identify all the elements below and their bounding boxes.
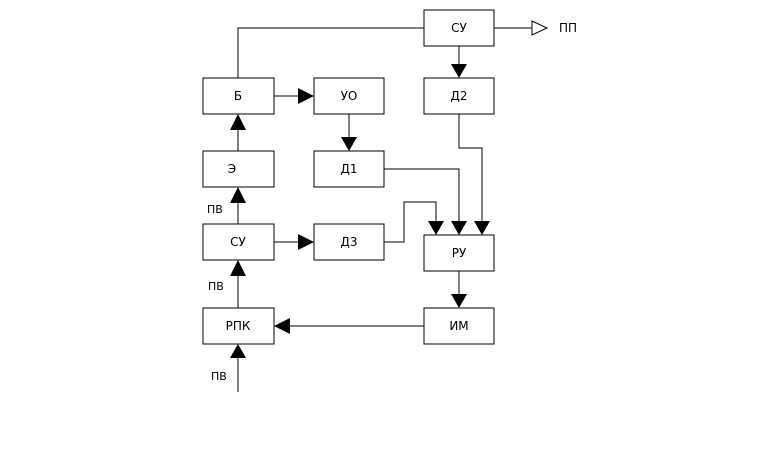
arrow-into-b-icon <box>230 114 246 130</box>
block-im: ИМ <box>423 307 495 345</box>
block-e: Э <box>202 150 275 188</box>
block-su-top-label: СУ <box>451 21 467 35</box>
arrow-into-d1-icon <box>341 137 357 151</box>
line-d1-to-ru <box>384 168 460 221</box>
block-im-label: ИМ <box>449 319 468 333</box>
block-su-mid: СУ <box>202 223 275 261</box>
block-su-mid-label: СУ <box>230 235 246 249</box>
arrow-input-into-rpk-icon <box>230 344 246 358</box>
block-b-label: Б <box>234 89 242 103</box>
side-label-pv-upper: ПВ <box>207 203 223 216</box>
block-rpk-label: РПК <box>226 319 251 333</box>
block-d1: Д1 <box>313 150 385 188</box>
line-d3-to-ru <box>384 201 437 243</box>
arrow-into-su-mid-icon <box>230 260 246 276</box>
output-arrow-icon <box>531 20 549 36</box>
block-d3: Д3 <box>313 223 385 261</box>
block-b: Б <box>202 77 275 115</box>
side-label-pv-middle: ПВ <box>208 280 224 293</box>
block-e-label: Э <box>228 162 236 176</box>
arrow-d2-into-ru-icon <box>474 221 490 235</box>
arrow-d3-into-ru-icon <box>428 221 444 235</box>
block-su-top: СУ <box>423 9 495 47</box>
block-uo-label: УО <box>341 89 358 103</box>
block-ru-label: РУ <box>452 246 467 260</box>
block-d2-label: Д2 <box>450 89 467 103</box>
line-d2-to-ru <box>458 114 483 221</box>
block-ru: РУ <box>423 234 495 272</box>
arrow-into-e-icon <box>230 187 246 203</box>
arrow-into-d3-icon <box>298 234 314 250</box>
block-d2: Д2 <box>423 77 495 115</box>
arrow-into-im-icon <box>451 294 467 308</box>
block-d3-label: Д3 <box>340 235 357 249</box>
arrow-d1-into-ru-icon <box>451 221 467 235</box>
arrow-into-d2-icon <box>451 64 467 78</box>
output-label: ПП <box>559 21 577 35</box>
block-d1-label: Д1 <box>340 162 357 176</box>
line-b-to-su-top <box>237 27 424 78</box>
block-rpk: РПК <box>202 307 275 345</box>
block-uo: УО <box>313 77 385 115</box>
side-label-pv-input: ПВ <box>211 370 227 383</box>
arrow-into-rpk-icon <box>274 318 290 334</box>
arrow-into-uo-icon <box>298 88 314 104</box>
